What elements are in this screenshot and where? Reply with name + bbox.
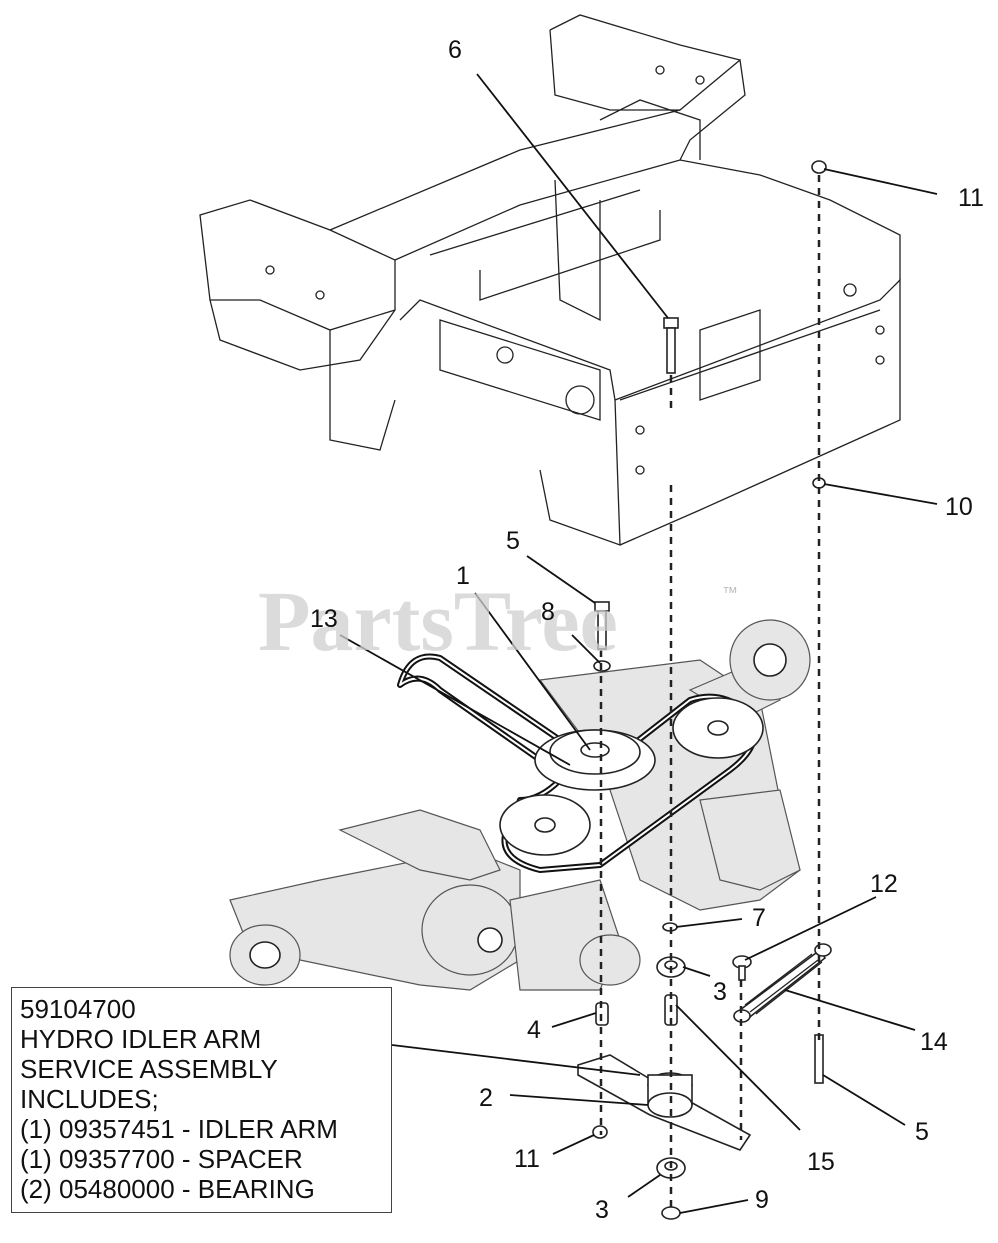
bolt-5-upper — [594, 601, 610, 650]
callout-8: 8 — [541, 598, 555, 626]
callout-11-top: 11 — [958, 184, 984, 212]
callouts: 6 11 10 5 1 8 13 12 7 3 4 14 2 5 11 15 3… — [310, 36, 984, 1224]
mower-frame — [199, 14, 901, 546]
callout-5-lower: 5 — [915, 1118, 929, 1146]
callout-11-bottom: 11 — [514, 1145, 540, 1173]
watermark: PartsTree ™ — [258, 573, 738, 669]
note-title: HYDRO IDLER ARM — [20, 1024, 262, 1054]
callout-4: 4 — [527, 1016, 541, 1044]
note-part-number: 59104700 — [20, 994, 136, 1024]
callout-3-upper: 3 — [713, 978, 727, 1006]
note-item-idler-arm: (1) 09357451 - IDLER ARM — [20, 1114, 338, 1144]
note-includes: INCLUDES; — [20, 1084, 159, 1114]
transaxle-pulley-right — [672, 697, 764, 759]
callout-2: 2 — [479, 1084, 493, 1112]
washer-9 — [661, 1206, 681, 1220]
callout-7: 7 — [752, 904, 766, 932]
bolt-5-lower — [814, 1034, 824, 1084]
note-subtitle: SERVICE ASSEMBLY — [20, 1054, 278, 1084]
assembly-axes — [599, 175, 821, 1210]
callout-1: 1 — [456, 562, 470, 590]
spring-14 — [733, 943, 832, 1023]
bolt-12 — [732, 955, 752, 981]
bolt-6 — [663, 317, 679, 374]
callout-6: 6 — [448, 36, 462, 64]
callout-10: 10 — [945, 493, 973, 521]
callout-15: 15 — [807, 1148, 835, 1176]
callout-14: 14 — [920, 1028, 948, 1056]
callout-3-lower: 3 — [595, 1196, 609, 1224]
idler-pulley — [534, 729, 656, 791]
note-item-bearing: (2) 05480000 - BEARING — [20, 1174, 315, 1204]
callout-9: 9 — [755, 1186, 769, 1214]
watermark-text: PartsTree — [258, 573, 618, 669]
callout-5-upper: 5 — [506, 527, 520, 555]
watermark-trademark: ™ — [722, 585, 738, 602]
transaxle-pulley-left — [499, 794, 591, 856]
service-assembly-note: 59104700 HYDRO IDLER ARM SERVICE ASSEMBL… — [11, 987, 392, 1213]
leader-lines — [339, 73, 938, 1214]
callout-12: 12 — [870, 870, 898, 898]
callout-13: 13 — [310, 605, 338, 633]
note-item-spacer: (1) 09357700 - SPACER — [20, 1144, 303, 1174]
nut-11-upper — [811, 160, 827, 174]
